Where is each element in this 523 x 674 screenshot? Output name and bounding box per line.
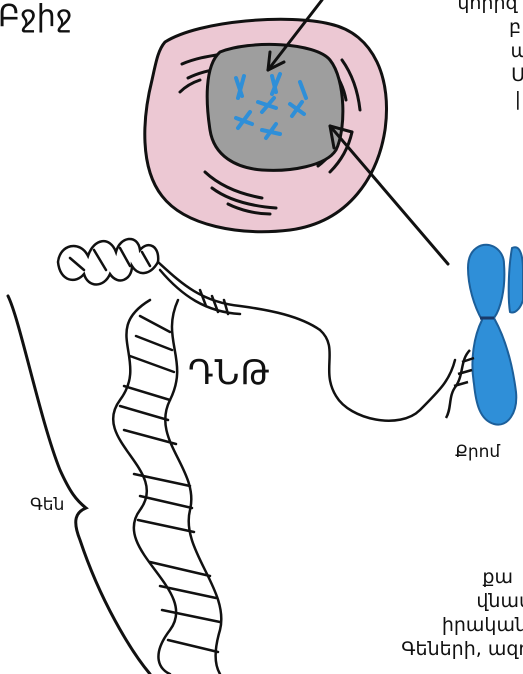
top-note: կորիզ [ բ ա Ս | bbox=[457, 0, 523, 112]
chromosome-label: Քրոմ bbox=[455, 444, 500, 461]
dna-helix bbox=[58, 239, 455, 674]
chromosome bbox=[468, 245, 523, 425]
top-note-line: Ս bbox=[457, 64, 523, 88]
bottom-note-line: վնաս bbox=[401, 590, 523, 614]
bottom-note: քա վնաս իրական Գեների, ազդ bbox=[401, 566, 523, 662]
dna-strand bbox=[320, 330, 455, 421]
top-note-line: կորիզ [ bbox=[457, 0, 523, 16]
cell bbox=[145, 0, 448, 264]
top-note-line: բ bbox=[457, 16, 521, 40]
dna-label: ԴՆԹ bbox=[188, 356, 271, 390]
bottom-note-line: Գեների, ազդ bbox=[401, 638, 523, 662]
gene-label: Գեն bbox=[30, 497, 64, 514]
bottom-note-line: իրական bbox=[401, 614, 523, 638]
top-note-line: ա bbox=[457, 40, 523, 64]
chromosome-coil bbox=[446, 350, 474, 418]
cell-label: Բջիջ bbox=[0, 2, 73, 32]
bottom-note-line: քա bbox=[401, 566, 513, 590]
top-note-line: | bbox=[457, 88, 521, 112]
